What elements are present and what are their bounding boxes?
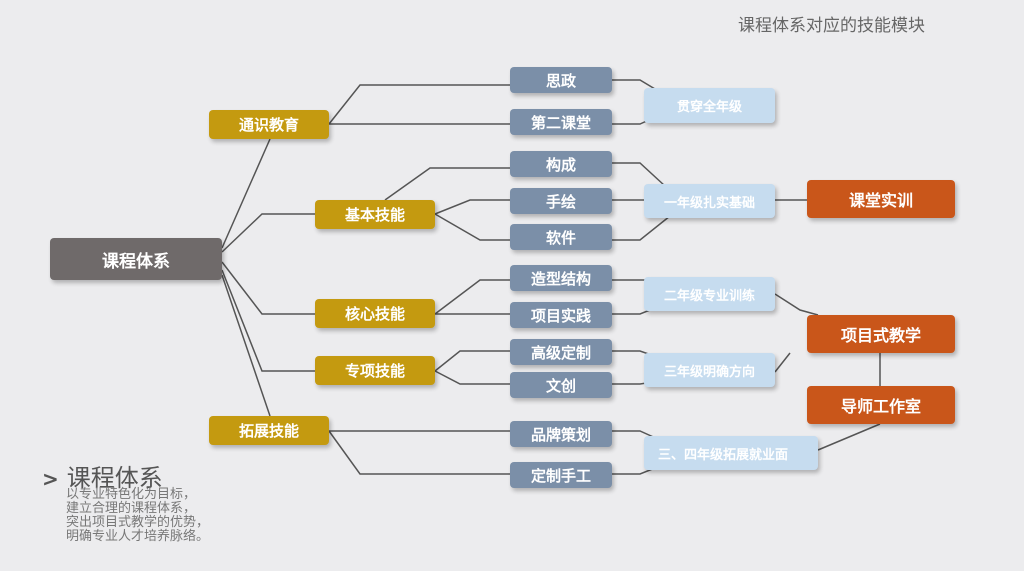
method-node: 项目式教学	[807, 315, 955, 353]
course-node: 手绘	[510, 188, 612, 214]
course-node: 造型结构	[510, 265, 612, 291]
summary-line: 建立合理的课程体系，	[66, 501, 197, 516]
stage-node: 二年级专业训练	[644, 277, 775, 311]
summary-line: 明确专业人才培养脉络。	[66, 529, 210, 544]
summary-line: 突出项目式教学的优势，	[66, 515, 210, 530]
slide-title: 课程体系对应的技能模块	[738, 16, 925, 36]
category-node: 专项技能	[315, 356, 435, 385]
root-node: 课程体系	[50, 238, 222, 280]
course-node: 构成	[510, 151, 612, 177]
course-node: 第二课堂	[510, 109, 612, 135]
course-node: 定制手工	[510, 462, 612, 488]
course-node: 思政	[510, 67, 612, 93]
chevron-right-icon: >	[42, 467, 59, 491]
stage-node: 三年级明确方向	[644, 353, 775, 387]
course-node: 项目实践	[510, 302, 612, 328]
course-node: 文创	[510, 372, 612, 398]
stage-node: 一年级扎实基础	[644, 184, 775, 218]
category-node: 基本技能	[315, 200, 435, 229]
course-node: 软件	[510, 224, 612, 250]
category-node: 核心技能	[315, 299, 435, 328]
summary-text: 以专业特色化为目标， 建立合理的课程体系， 突出项目式教学的优势， 明确专业人才…	[66, 488, 209, 544]
summary-heading-text: 课程体系	[66, 464, 163, 492]
method-node: 导师工作室	[807, 386, 955, 424]
summary-line: 以专业特色化为目标，	[66, 487, 197, 502]
course-node: 高级定制	[510, 339, 612, 365]
category-node: 拓展技能	[209, 416, 329, 445]
course-node: 品牌策划	[510, 421, 612, 447]
summary-heading: > 课程体系	[42, 458, 163, 493]
category-node: 通识教育	[209, 110, 329, 139]
method-node: 课堂实训	[807, 180, 955, 218]
stage-node: 三、四年级拓展就业面	[644, 436, 818, 470]
stage-node: 贯穿全年级	[644, 88, 775, 123]
